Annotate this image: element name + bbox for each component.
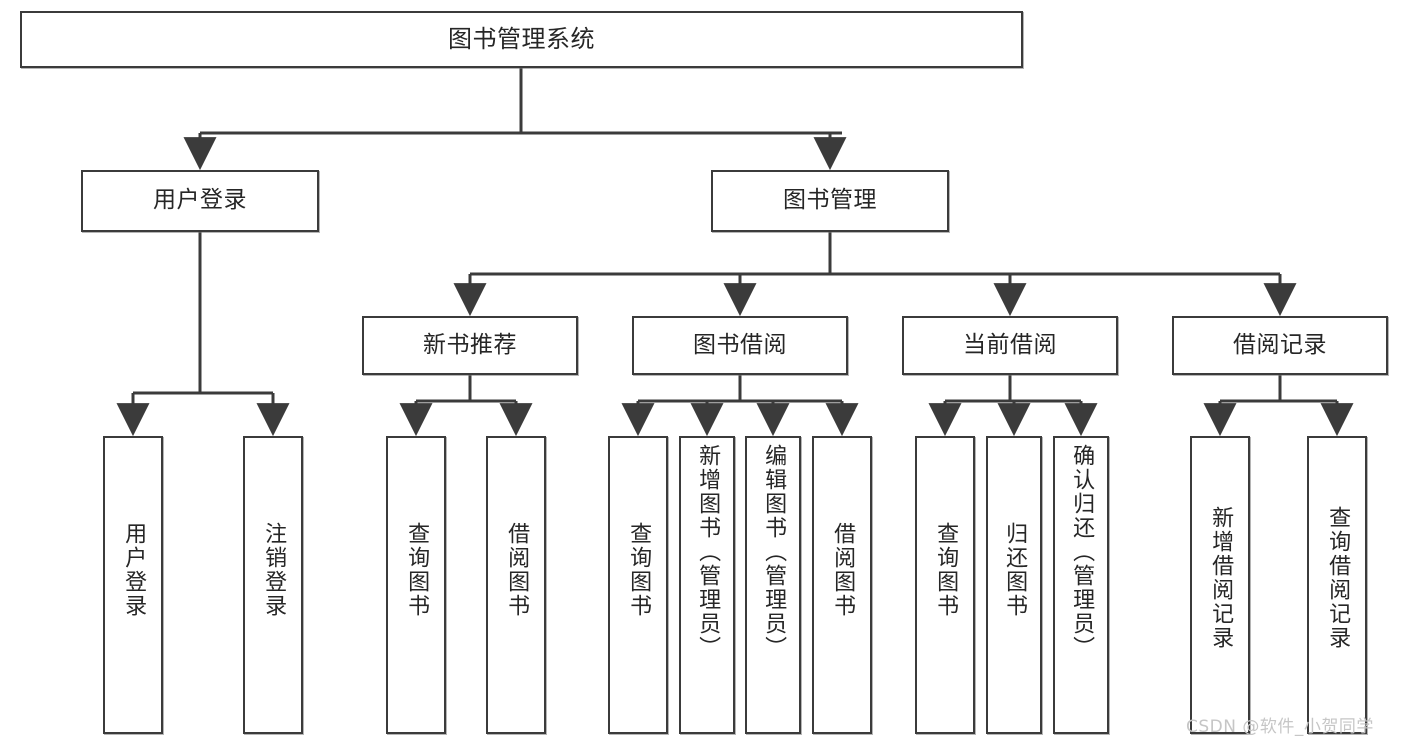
node-leaf-query-book-current[interactable]: 查询图书	[915, 436, 975, 734]
node-user-login[interactable]: 用户登录	[81, 170, 319, 232]
node-current-borrow-label: 当前借阅	[963, 331, 1057, 358]
node-leaf-user-login[interactable]: 用户登录	[103, 436, 163, 734]
node-leaf-query-borrow-record[interactable]: 查询借阅记录	[1307, 436, 1367, 734]
node-leaf-borrow-book-recommend-label: 借阅图书	[504, 522, 530, 618]
node-leaf-add-book-label: 新增图书（管理员）	[695, 444, 721, 660]
node-leaf-logout[interactable]: 注销登录	[243, 436, 303, 734]
node-new-book-recommend[interactable]: 新书推荐	[362, 316, 578, 375]
node-leaf-edit-book-label: 编辑图书（管理员）	[761, 444, 787, 660]
node-current-borrow[interactable]: 当前借阅	[902, 316, 1118, 375]
node-leaf-query-book-borrow-label: 查询图书	[626, 522, 652, 618]
node-leaf-add-borrow-record[interactable]: 新增借阅记录	[1190, 436, 1250, 734]
node-new-book-recommend-label: 新书推荐	[423, 331, 517, 358]
node-leaf-return-book-label: 归还图书	[1002, 522, 1028, 618]
node-leaf-user-login-label: 用户登录	[121, 522, 147, 618]
node-book-manage-label: 图书管理	[783, 187, 877, 214]
node-root-label: 图书管理系统	[448, 25, 595, 54]
node-root[interactable]: 图书管理系统	[20, 11, 1023, 68]
node-leaf-query-book-recommend-label: 查询图书	[404, 522, 430, 618]
node-leaf-add-book[interactable]: 新增图书（管理员）	[679, 436, 735, 734]
node-leaf-add-borrow-record-label: 新增借阅记录	[1208, 506, 1234, 650]
node-book-borrow[interactable]: 图书借阅	[632, 316, 848, 375]
node-leaf-borrow-book[interactable]: 借阅图书	[812, 436, 872, 734]
node-leaf-return-book[interactable]: 归还图书	[986, 436, 1042, 734]
node-book-borrow-label: 图书借阅	[693, 331, 787, 358]
node-leaf-borrow-book-label: 借阅图书	[830, 522, 856, 618]
node-leaf-confirm-return[interactable]: 确认归还（管理员）	[1053, 436, 1109, 734]
node-user-login-label: 用户登录	[153, 187, 247, 214]
node-leaf-edit-book[interactable]: 编辑图书（管理员）	[745, 436, 801, 734]
node-borrow-record-label: 借阅记录	[1233, 331, 1327, 358]
csdn-watermark: CSDN @软件_小贺同学	[1186, 717, 1374, 737]
node-leaf-borrow-book-recommend[interactable]: 借阅图书	[486, 436, 546, 734]
node-leaf-query-book-current-label: 查询图书	[933, 522, 959, 618]
node-borrow-record[interactable]: 借阅记录	[1172, 316, 1388, 375]
node-book-manage[interactable]: 图书管理	[711, 170, 949, 232]
node-leaf-query-borrow-record-label: 查询借阅记录	[1325, 506, 1351, 650]
node-leaf-logout-label: 注销登录	[261, 522, 287, 618]
node-leaf-query-book-borrow[interactable]: 查询图书	[608, 436, 668, 734]
node-leaf-confirm-return-label: 确认归还（管理员）	[1069, 444, 1095, 660]
node-leaf-query-book-recommend[interactable]: 查询图书	[386, 436, 446, 734]
